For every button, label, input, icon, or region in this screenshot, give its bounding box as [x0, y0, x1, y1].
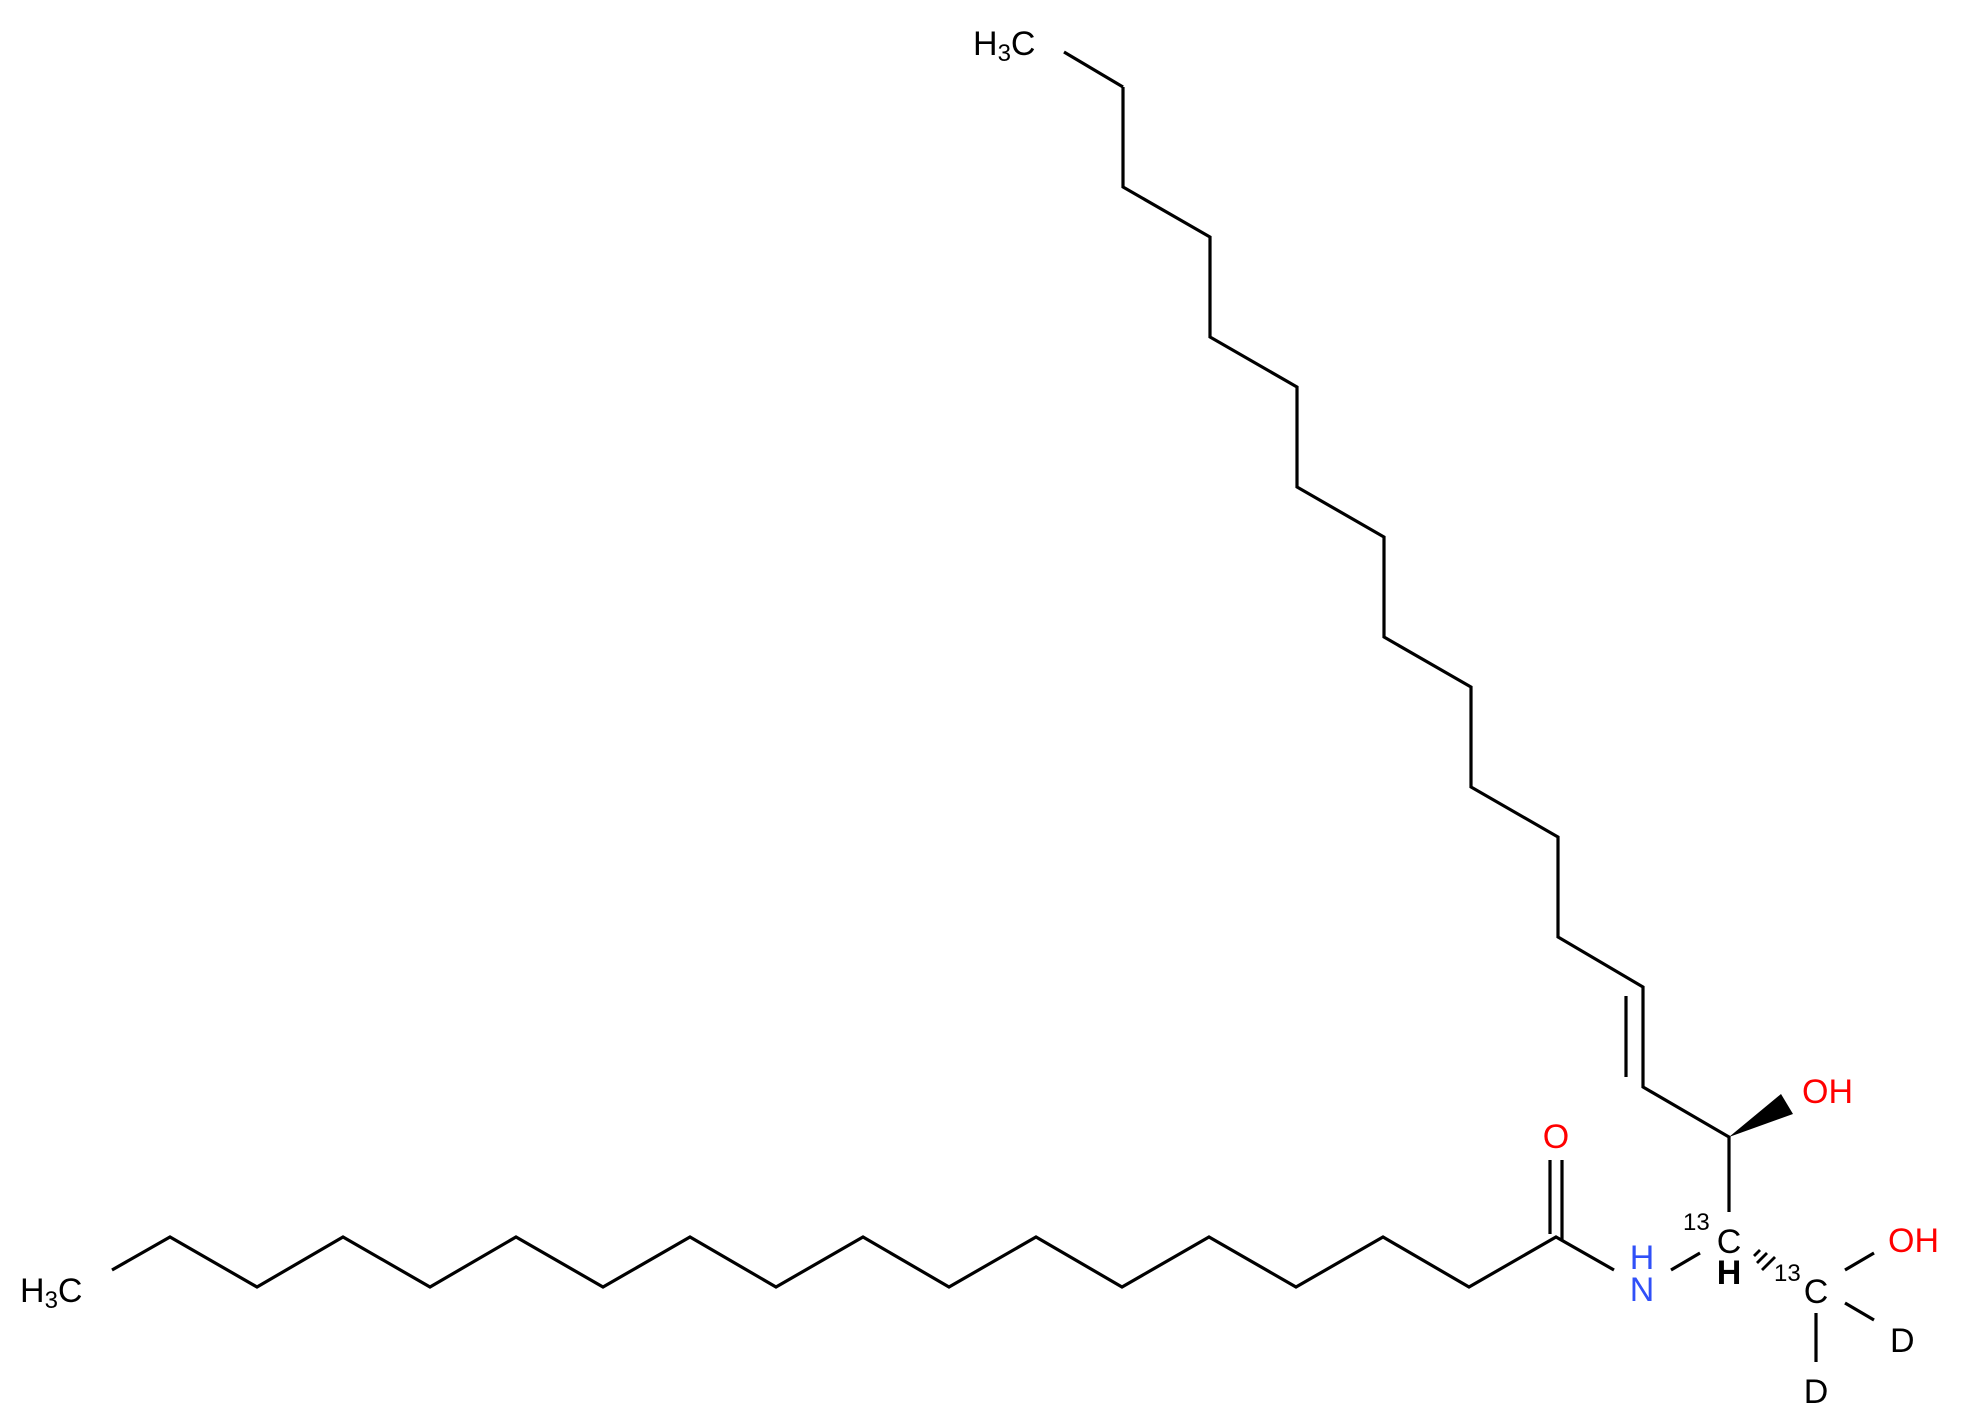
c1-hydroxyl-label: OH — [1888, 1222, 1939, 1260]
amide-h-label: H — [1630, 1239, 1655, 1277]
wedge-bond-oh — [1729, 1094, 1793, 1137]
deuterium-label-bottom: D — [1804, 1373, 1829, 1411]
hashed-bond-c1 — [1753, 1249, 1776, 1271]
n-c2-bond — [1670, 1251, 1701, 1272]
c1-d-right-bond — [1844, 1301, 1875, 1322]
acyl-chain — [111, 1235, 1615, 1289]
c3-hydroxyl-label: OH — [1802, 1073, 1853, 1111]
terminal-methyl-bond-top — [1063, 50, 1124, 89]
carbonyl-oxygen-label: O — [1543, 1118, 1569, 1156]
c1-carbon-label: C — [1804, 1273, 1829, 1311]
c1-oh-bond — [1844, 1251, 1875, 1272]
c2-carbon-label: C — [1717, 1223, 1742, 1261]
c2-isotope-label: 13 — [1683, 1209, 1710, 1236]
c1-isotope-label: 13 — [1774, 1260, 1801, 1287]
left-methyl-label: H3C — [20, 1272, 82, 1314]
amide-n-label: N — [1630, 1271, 1655, 1309]
top-methyl-label: H3C — [973, 25, 1035, 67]
c2-hydrogen-label: H — [1717, 1254, 1742, 1292]
deuterium-label-right: D — [1890, 1322, 1915, 1360]
sphingoid-chain — [1121, 87, 1731, 1212]
